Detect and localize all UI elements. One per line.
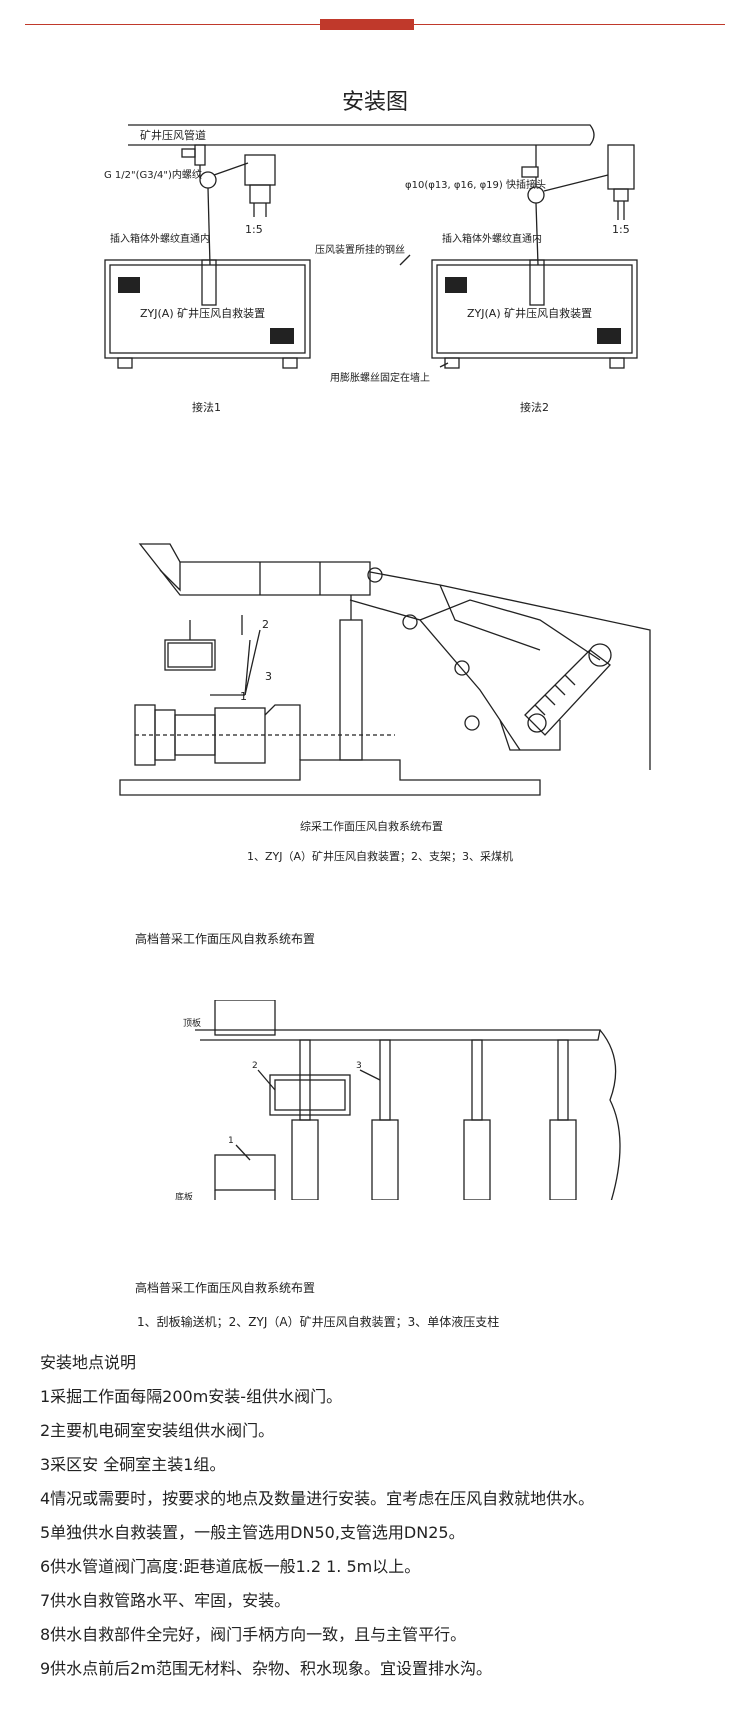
- mech-label-3: 3: [265, 670, 272, 683]
- mech-label-2: 2: [262, 618, 269, 631]
- general-label-2: 2: [252, 1061, 258, 1071]
- note-item: 5单独供水自救装置，一般主管选用DN50,支管选用DN25。: [40, 1523, 465, 1542]
- note-item: 9供水点前后2m范围无材料、杂物、积水现象。宜设置排水沟。: [40, 1659, 492, 1678]
- installation-drawing: 矿井压风管道 G 1/2"(G3/4")内螺纹 φ10(φ13, φ16, φ1…: [104, 124, 638, 414]
- note-item: 2主要机电硐室安装组供水阀门。: [40, 1421, 275, 1440]
- mech-label-1: 1: [240, 690, 247, 703]
- insert-left-label: 插入箱体外螺纹直通内: [110, 232, 210, 245]
- roof-label: 顶板: [183, 1017, 201, 1029]
- pipe-label: 矿井压风管道: [140, 128, 206, 142]
- general-label-1: 1: [228, 1136, 234, 1146]
- note-item: 1采掘工作面每隔200m安装-组供水阀门。: [40, 1387, 343, 1406]
- method-right-label: 接法2: [520, 400, 549, 414]
- scale-left: 1:5: [245, 223, 263, 236]
- note-item: 3采区安 全硐室主装1组。: [40, 1455, 226, 1474]
- note-item: 4情况或需要时，按要求的地点及数量进行安装。宜考虑在压风自救就地供水。: [40, 1489, 595, 1508]
- note-item: 6供水管道阀门高度:距巷道底板一般1.2 1. 5m以上。: [40, 1557, 421, 1576]
- mech-face-caption: 综采工作面压风自救系统布置: [300, 820, 443, 833]
- scale-right: 1:5: [612, 223, 630, 236]
- method-left-label: 接法1: [192, 400, 221, 414]
- note-item: 7供水自救管路水平、牢固，安装。: [40, 1591, 291, 1610]
- insert-right-label: 插入箱体外螺纹直通内: [442, 232, 542, 245]
- box-left-text: ZYJ(A) 矿井压风自救装置: [140, 306, 265, 320]
- general-face-caption: 高档普采工作面压风自救系统布置: [135, 1281, 316, 1295]
- mechanized-face-drawing: 1 2 3: [119, 543, 651, 796]
- bolt-label: 用膨胀螺丝固定在墙上: [330, 371, 430, 384]
- installation-notes: 安装地点说明 1采掘工作面每隔200m安装-组供水阀门。 2主要机电硐室安装组供…: [40, 1346, 730, 1686]
- general-face-legend: 1、刮板输送机；2、ZYJ（A）矿井压风自救装置；3、单体液压支柱: [137, 1315, 500, 1329]
- floor-label: 底板: [175, 1191, 193, 1200]
- general-face-heading: 高档普采工作面压风自救系统布置: [135, 932, 316, 946]
- top-accent-bar: [320, 19, 414, 30]
- box-right-text: ZYJ(A) 矿井压风自救装置: [467, 306, 592, 320]
- quick-connector-label: φ10(φ13, φ16, φ19) 快插接头: [405, 178, 546, 191]
- general-face-drawing: 顶板 底板 1 2 3: [175, 1000, 621, 1200]
- thread-label: G 1/2"(G3/4")内螺纹: [104, 168, 202, 181]
- page-title: 安装图: [341, 90, 408, 115]
- mech-face-legend: 1、ZYJ（A）矿井压风自救装置；2、支架；3、采煤机: [247, 850, 514, 863]
- general-label-3: 3: [356, 1061, 362, 1071]
- note-item: 8供水自救部件全完好，阀门手柄方向一致，且与主管平行。: [40, 1625, 467, 1644]
- notes-heading: 安装地点说明: [40, 1353, 137, 1372]
- wire-label: 压风装置所挂的钢丝: [315, 243, 405, 256]
